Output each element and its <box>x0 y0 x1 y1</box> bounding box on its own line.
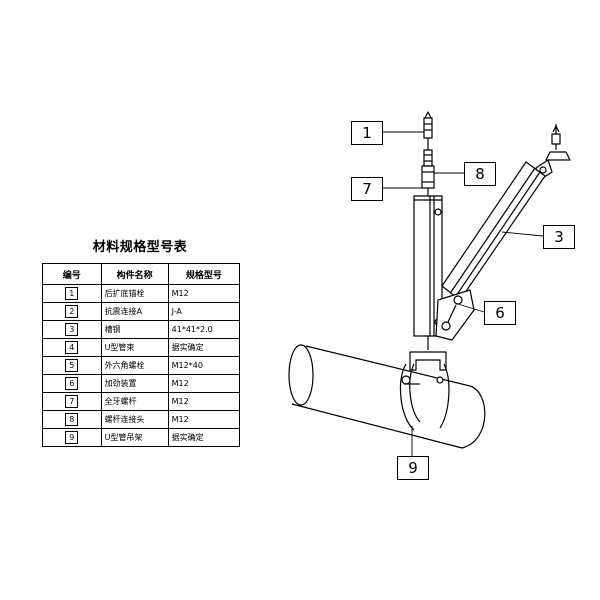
row-spec: M12 <box>167 392 241 411</box>
table-title: 材料规格型号表 <box>92 240 188 255</box>
callout-7: 7 <box>351 177 383 201</box>
callout-3: 3 <box>543 225 575 249</box>
anchor-bolt-part-1 <box>423 111 433 167</box>
callout-6: 6 <box>484 301 516 325</box>
callout-9: 9 <box>397 456 429 480</box>
u-pipe-hanger-part-9 <box>399 351 450 431</box>
row-spec: M12*40 <box>167 356 241 375</box>
table-header-row: 编号 构件名称 规格型号 <box>42 263 241 285</box>
row-number: 5 <box>42 356 102 375</box>
leader-lines <box>381 131 544 456</box>
callout-1: 1 <box>351 121 383 145</box>
seismic-connector-part-2 <box>535 124 571 181</box>
rod-coupler-part-8 <box>421 165 435 189</box>
callout-8: 8 <box>464 162 496 186</box>
row-spec: 据实确定 <box>167 428 241 447</box>
stiffener-part-6 <box>435 289 475 341</box>
pipe <box>288 344 486 449</box>
